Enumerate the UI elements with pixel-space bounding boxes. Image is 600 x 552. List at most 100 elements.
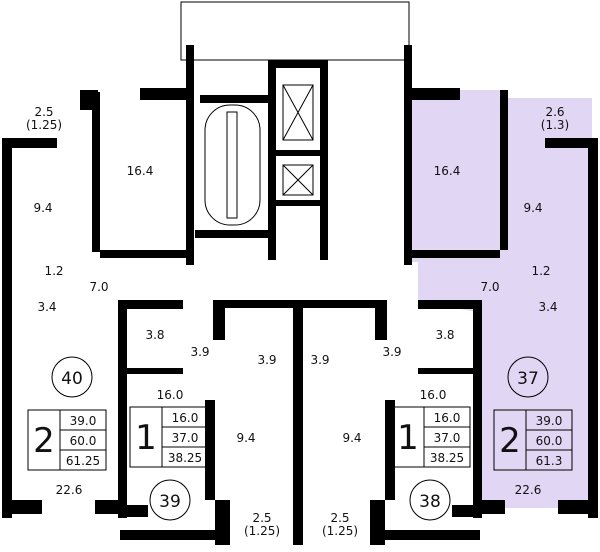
total-area-with-balcony: 61.25 <box>66 454 100 468</box>
total-area-with-balcony: 38.25 <box>430 451 464 465</box>
apartment-number: 37 <box>517 369 539 389</box>
kitchen-area: 9.4 <box>523 201 542 215</box>
wall-segment <box>452 505 482 517</box>
wall-segment <box>118 505 148 517</box>
total-area-with-balcony: 61.3 <box>536 454 563 468</box>
wall-segment <box>268 200 328 206</box>
living-area: 39.0 <box>70 414 97 428</box>
balcony-reduced-area: (1.25) <box>244 524 280 538</box>
living-room-area: 16.4 <box>434 164 461 178</box>
apartment-37-highlight[interactable] <box>408 90 592 508</box>
area-box-dividers <box>59 410 106 470</box>
wall-segment <box>370 530 480 540</box>
apartment-number: 39 <box>159 492 181 512</box>
wall-segment <box>385 400 395 500</box>
top-terrace <box>180 1 410 61</box>
wall-segment <box>100 250 194 258</box>
total-area-with-balcony: 38.25 <box>168 451 202 465</box>
wall-segment <box>418 300 480 309</box>
kitchen-area: 9.4 <box>33 201 52 215</box>
wall-segment <box>473 300 482 518</box>
room-count: 1 <box>135 418 157 458</box>
staircase <box>204 104 261 226</box>
balcony-area: 2.5 <box>34 105 53 119</box>
wall-segment <box>95 500 125 514</box>
balcony-reduced-area: (1.25) <box>322 524 358 538</box>
wall-segment <box>2 500 42 514</box>
hall-area: 3.9 <box>382 345 401 359</box>
hall-area: 7.0 <box>480 280 499 294</box>
wall-segment <box>118 300 183 309</box>
room-count: 2 <box>499 421 521 461</box>
bathroom-area: 3.9 <box>310 353 329 367</box>
elevator-large <box>282 84 314 141</box>
balcony-area: 2.6 <box>545 105 564 119</box>
area-box-dividers <box>423 407 470 467</box>
living-area: 39.0 <box>536 414 563 428</box>
room-area: 16.0 <box>157 388 184 402</box>
apartment-number-circle <box>51 356 93 398</box>
wall-segment <box>268 60 276 260</box>
area-box-dividers <box>161 407 208 467</box>
area-box <box>493 409 573 471</box>
bathroom-area: 3.4 <box>37 300 56 314</box>
wall-segment <box>375 300 387 340</box>
wall-segment <box>186 45 194 265</box>
wall-segment <box>213 300 293 308</box>
elevator-small <box>282 164 314 196</box>
wall-segment <box>475 500 505 514</box>
elevators <box>282 84 314 196</box>
apartment-number: 40 <box>61 369 83 389</box>
hall-area: 3.9 <box>190 345 209 359</box>
wall-segment <box>213 300 225 340</box>
bathroom-area: 3.9 <box>257 353 276 367</box>
wall-segment <box>205 400 215 500</box>
area-box <box>129 406 209 468</box>
area-box-dividers <box>525 410 572 470</box>
kitchen-area: 9.4 <box>236 431 255 445</box>
wall-segment <box>320 60 328 260</box>
storage-area: 3.8 <box>435 328 454 342</box>
apartment-number: 38 <box>419 492 441 512</box>
bathroom-area: 3.4 <box>538 300 557 314</box>
living-area: 16.0 <box>434 411 461 425</box>
apartment-number-circle <box>149 479 191 521</box>
room-area: 16.0 <box>420 388 447 402</box>
balcony-area: 2.5 <box>330 511 349 525</box>
living-area: 16.0 <box>172 411 199 425</box>
wall-segment <box>500 90 508 250</box>
bedroom-area: 22.6 <box>515 483 542 497</box>
wall-segment <box>2 138 57 148</box>
wall-segment <box>303 300 383 308</box>
wall-segment <box>545 138 595 148</box>
area-box <box>27 409 107 471</box>
apartment-number-circle <box>409 479 451 521</box>
wall-segment <box>195 230 270 238</box>
storage-area: 3.8 <box>145 328 164 342</box>
total-area: 37.0 <box>434 431 461 445</box>
wall-segment <box>406 250 500 258</box>
wall-segment <box>588 138 598 518</box>
room-count: 1 <box>397 418 419 458</box>
wall-segment <box>200 95 270 103</box>
bedroom-area: 22.6 <box>56 483 83 497</box>
wall-segment <box>408 88 460 100</box>
wc-area: 1.2 <box>531 264 550 278</box>
wall-segment <box>2 138 12 518</box>
apartment-number-circle <box>507 356 549 398</box>
wc-area: 1.2 <box>44 264 63 278</box>
wall-segment <box>120 530 230 540</box>
wall-segment <box>268 150 328 156</box>
total-area: 60.0 <box>70 434 97 448</box>
wall-segment <box>118 368 183 374</box>
living-room-area: 16.4 <box>127 164 154 178</box>
wall-segment <box>418 368 478 374</box>
stair-well <box>226 111 238 219</box>
stair-flight <box>204 104 261 226</box>
wall-segment <box>118 300 127 518</box>
wall-segment <box>558 500 598 514</box>
